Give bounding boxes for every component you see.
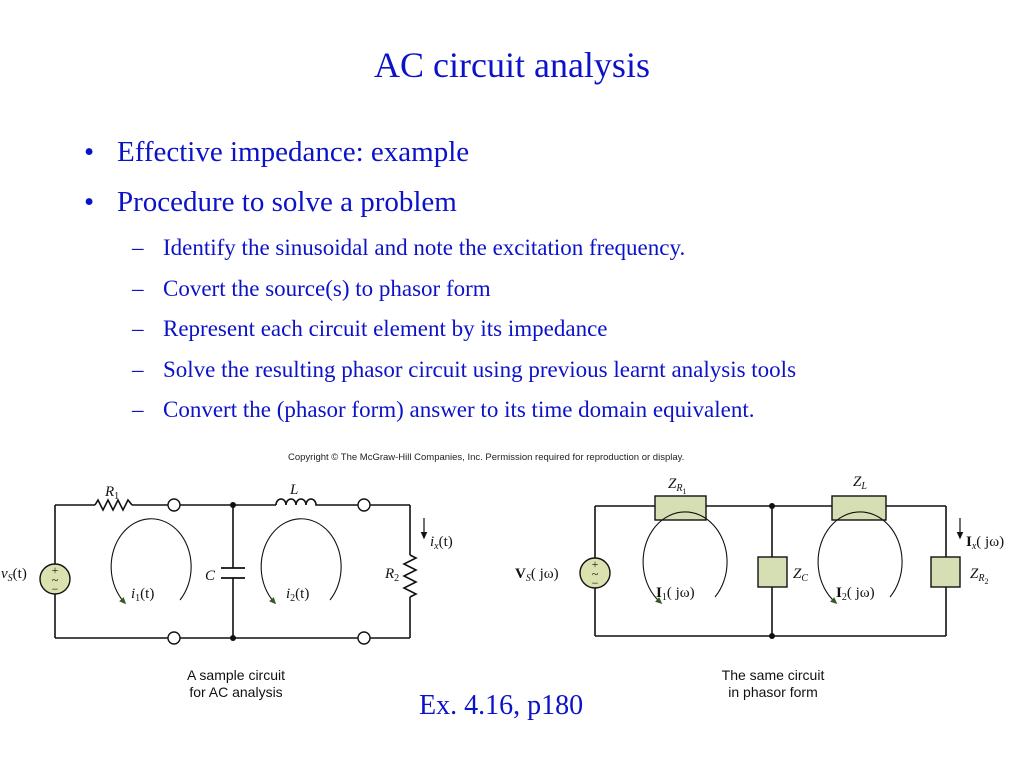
caption-line: in phasor form bbox=[728, 684, 818, 700]
wires bbox=[54, 504, 411, 639]
label-ix-phasor: Ix( jω) bbox=[966, 534, 1004, 552]
slide-title: AC circuit analysis bbox=[374, 45, 650, 85]
source-plus: + bbox=[592, 557, 599, 571]
sub-bullet-text: Covert the source(s) to phasor form bbox=[163, 276, 491, 301]
source-plus: + bbox=[52, 563, 59, 577]
label-i1: i1(t) bbox=[131, 586, 154, 604]
sub-bullet-marker: – bbox=[132, 316, 144, 341]
impedance-blocks bbox=[654, 495, 961, 588]
loop-current-1-arrow bbox=[642, 511, 728, 605]
inductor-l bbox=[275, 498, 318, 506]
caption-line: for AC analysis bbox=[189, 684, 283, 700]
label-zl: ZL bbox=[853, 474, 867, 492]
label-i2-phasor: I2( jω) bbox=[836, 585, 875, 603]
copyright-notice: Copyright © The McGraw-Hill Companies, I… bbox=[288, 452, 685, 463]
source-tilde: ~ bbox=[52, 573, 59, 587]
label-vs: vS(t) bbox=[1, 566, 27, 584]
loop-current-2-arrow bbox=[817, 511, 903, 605]
label-l: L bbox=[289, 482, 298, 498]
sub-bullet-text: Solve the resulting phasor circuit using… bbox=[163, 357, 797, 382]
impedance-zr2 bbox=[930, 556, 961, 588]
label-vs-phasor: VS( jω) bbox=[515, 566, 559, 584]
sub-bullet-text: Identify the sinusoidal and note the exc… bbox=[163, 235, 686, 260]
impedance-zc bbox=[757, 556, 788, 588]
sub-bullet-marker: – bbox=[132, 235, 144, 260]
right-figure-caption: The same circuit in phasor form bbox=[663, 667, 883, 701]
left-figure-caption: A sample circuit for AC analysis bbox=[126, 667, 346, 701]
sub-bullet-marker: – bbox=[132, 357, 144, 382]
label-zc: ZC bbox=[793, 566, 808, 584]
sub-bullet-text: Represent each circuit element by its im… bbox=[163, 316, 608, 341]
example-reference: Ex. 4.16, p180 bbox=[419, 690, 584, 721]
caption-line: A sample circuit bbox=[186, 667, 286, 683]
sub-bullet-marker: – bbox=[132, 276, 144, 301]
resistor-r1 bbox=[94, 498, 133, 512]
capacitor-c bbox=[221, 567, 245, 579]
nodes bbox=[230, 502, 236, 641]
label-r1: R1 bbox=[104, 484, 119, 502]
loop-current-1-arrow bbox=[110, 518, 192, 605]
source-minus: − bbox=[592, 576, 599, 590]
bullet-text: Procedure to solve a problem bbox=[117, 186, 457, 218]
terminals bbox=[167, 498, 371, 645]
label-i2: i2(t) bbox=[286, 586, 309, 604]
caption-line: The same circuit bbox=[721, 667, 825, 683]
bullet-text: Effective impedance: example bbox=[117, 136, 470, 168]
impedance-zr1 bbox=[654, 495, 707, 521]
phasor-voltage-source: + ~ − bbox=[579, 557, 611, 590]
label-c: C bbox=[205, 568, 216, 584]
nodes bbox=[769, 503, 775, 639]
source-tilde: ~ bbox=[592, 567, 599, 581]
label-zr2: ZR2 bbox=[970, 566, 988, 586]
loop-current-2-arrow bbox=[260, 518, 342, 605]
time-domain-circuit: + ~ − R1 L C R2 vS(t) i1(t) i2(t) ix(t) bbox=[1, 482, 453, 645]
voltage-source: + ~ − bbox=[39, 563, 71, 596]
label-i1-phasor: I1( jω) bbox=[656, 585, 695, 603]
source-minus: − bbox=[52, 582, 59, 596]
label-zr1: ZR1 bbox=[668, 476, 686, 496]
bullet-marker: • bbox=[84, 186, 95, 218]
bullet-marker: • bbox=[84, 136, 95, 168]
label-r2: R2 bbox=[384, 566, 399, 584]
sub-bullet-marker: – bbox=[132, 397, 144, 422]
phasor-domain-circuit: + ~ − ZR1 ZL ZC ZR2 VS( jω) I1( jω) I2( … bbox=[515, 474, 1004, 639]
sub-bullet-text: Convert the (phasor form) answer to its … bbox=[163, 397, 755, 422]
label-ix: ix(t) bbox=[430, 534, 453, 552]
resistor-r2 bbox=[402, 554, 418, 598]
